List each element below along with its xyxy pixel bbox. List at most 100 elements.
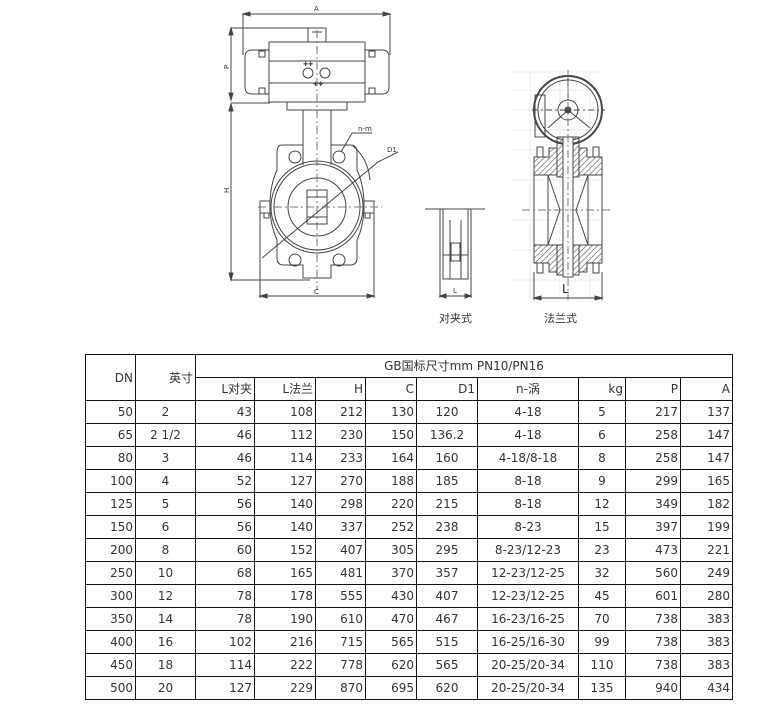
cell-kg: 99 bbox=[578, 630, 626, 654]
cell-d1: 238 bbox=[416, 515, 478, 539]
cell-dn: 65 bbox=[85, 423, 136, 447]
cell-a: 249 bbox=[680, 561, 733, 585]
cell-d1: 515 bbox=[416, 630, 478, 654]
cell-p: 560 bbox=[625, 561, 681, 585]
cell-p: 738 bbox=[625, 653, 681, 677]
cell-n-bolt: 20-25/20-34 bbox=[477, 676, 579, 700]
dim-label-nm: n-m bbox=[358, 125, 372, 133]
cell-l-flange: 108 bbox=[254, 400, 316, 424]
cell-l-flange: 140 bbox=[254, 515, 316, 539]
cell-kg: 8 bbox=[578, 446, 626, 470]
cell-l-wafer: 114 bbox=[195, 653, 255, 677]
wafer-type-caption: 对夹式 bbox=[439, 312, 472, 325]
cell-l-flange: 140 bbox=[254, 492, 316, 516]
cell-n-bolt: 16-25/16-30 bbox=[477, 630, 579, 654]
flange-dim-l: L bbox=[562, 282, 569, 296]
cell-inch: 16 bbox=[135, 630, 196, 654]
cell-inch: 20 bbox=[135, 676, 196, 700]
cell-c: 305 bbox=[365, 538, 417, 562]
cell-dn: 150 bbox=[85, 515, 136, 539]
cell-inch: 8 bbox=[135, 538, 196, 562]
cell-c: 130 bbox=[365, 400, 417, 424]
cell-n-bolt: 12-23/12-25 bbox=[477, 584, 579, 608]
cell-d1: 565 bbox=[416, 653, 478, 677]
cell-a: 137 bbox=[680, 400, 733, 424]
cell-dn: 200 bbox=[85, 538, 136, 562]
cell-kg: 135 bbox=[578, 676, 626, 700]
cell-l-wafer: 60 bbox=[195, 538, 255, 562]
cell-d1: 185 bbox=[416, 469, 478, 493]
cell-n-bolt: 8-23/12-23 bbox=[477, 538, 579, 562]
cell-inch: 12 bbox=[135, 584, 196, 608]
cell-l-flange: 216 bbox=[254, 630, 316, 654]
cell-n-bolt: 8-23 bbox=[477, 515, 579, 539]
cell-l-flange: 114 bbox=[254, 446, 316, 470]
cell-h: 337 bbox=[315, 515, 366, 539]
cell-kg: 110 bbox=[578, 653, 626, 677]
cell-kg: 12 bbox=[578, 492, 626, 516]
cell-c: 565 bbox=[365, 630, 417, 654]
cell-dn: 450 bbox=[85, 653, 136, 677]
cell-d1: 120 bbox=[416, 400, 478, 424]
cell-n-bolt: 8-18 bbox=[477, 469, 579, 493]
cell-l-flange: 190 bbox=[254, 607, 316, 631]
valve-diagram-icon: ✚✚ ✚✚ bbox=[223, 5, 612, 301]
cell-l-flange: 178 bbox=[254, 584, 316, 608]
cell-l-wafer: 56 bbox=[195, 515, 255, 539]
cell-a: 199 bbox=[680, 515, 733, 539]
cell-p: 738 bbox=[625, 630, 681, 654]
cell-dn: 350 bbox=[85, 607, 136, 631]
col-header-c: C bbox=[365, 377, 417, 401]
cell-dn: 100 bbox=[85, 469, 136, 493]
cell-a: 383 bbox=[680, 630, 733, 654]
cell-h: 407 bbox=[315, 538, 366, 562]
cell-a: 182 bbox=[680, 492, 733, 516]
cell-l-wafer: 46 bbox=[195, 423, 255, 447]
cell-h: 715 bbox=[315, 630, 366, 654]
cell-d1: 136.2 bbox=[416, 423, 478, 447]
cell-inch: 10 bbox=[135, 561, 196, 585]
cell-d1: 295 bbox=[416, 538, 478, 562]
cell-c: 695 bbox=[365, 676, 417, 700]
cell-n-bolt: 4-18/8-18 bbox=[477, 446, 579, 470]
cell-dn: 125 bbox=[85, 492, 136, 516]
cell-a: 221 bbox=[680, 538, 733, 562]
cell-c: 220 bbox=[365, 492, 417, 516]
cell-n-bolt: 4-18 bbox=[477, 400, 579, 424]
cell-d1: 407 bbox=[416, 584, 478, 608]
cell-inch: 6 bbox=[135, 515, 196, 539]
cell-l-flange: 222 bbox=[254, 653, 316, 677]
col-header-l-flange: L法兰 bbox=[254, 377, 316, 401]
cell-h: 298 bbox=[315, 492, 366, 516]
cell-a: 147 bbox=[680, 446, 733, 470]
wafer-dim-l: L bbox=[453, 287, 457, 295]
dim-label-h: H bbox=[223, 188, 231, 193]
cell-c: 370 bbox=[365, 561, 417, 585]
cell-h: 778 bbox=[315, 653, 366, 677]
cell-p: 738 bbox=[625, 607, 681, 631]
col-header-kg: kg bbox=[578, 377, 626, 401]
cell-inch: 2 bbox=[135, 400, 196, 424]
cell-d1: 160 bbox=[416, 446, 478, 470]
cell-a: 383 bbox=[680, 653, 733, 677]
cell-h: 555 bbox=[315, 584, 366, 608]
cell-p: 601 bbox=[625, 584, 681, 608]
cell-h: 233 bbox=[315, 446, 366, 470]
col-header-inch: 英寸 bbox=[135, 354, 196, 401]
cell-dn: 50 bbox=[85, 400, 136, 424]
cell-inch: 2 1/2 bbox=[135, 423, 196, 447]
cell-l-wafer: 68 bbox=[195, 561, 255, 585]
cell-l-flange: 112 bbox=[254, 423, 316, 447]
cell-dn: 250 bbox=[85, 561, 136, 585]
cell-c: 430 bbox=[365, 584, 417, 608]
cell-dn: 80 bbox=[85, 446, 136, 470]
cell-dn: 300 bbox=[85, 584, 136, 608]
